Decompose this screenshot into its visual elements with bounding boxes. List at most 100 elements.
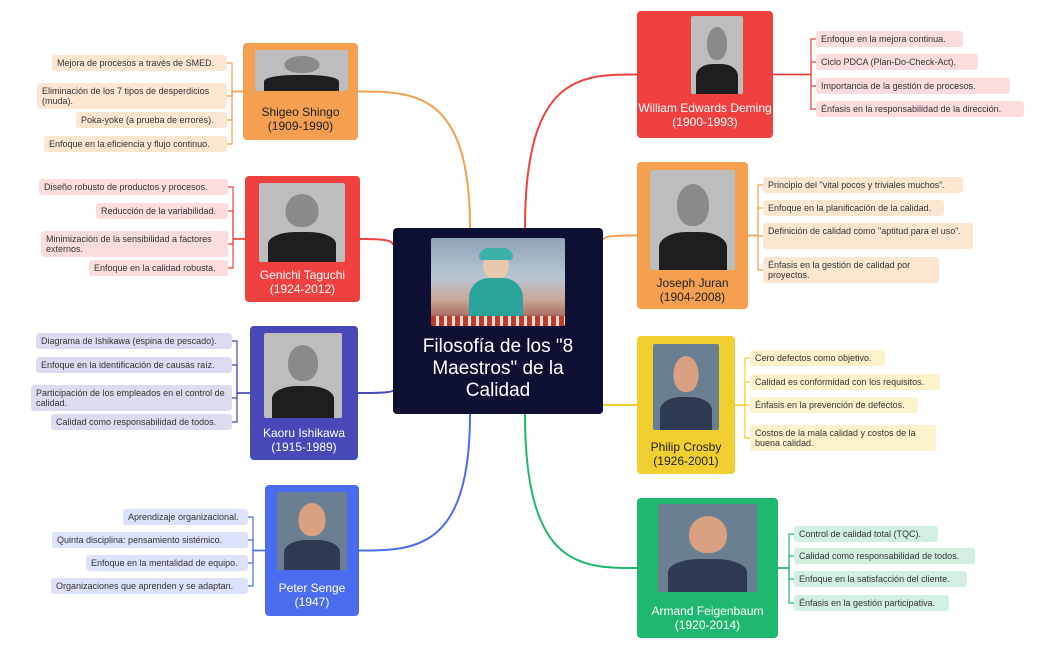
leaf-item[interactable]: Quinta disciplina: pensamiento sistémico… [52,532,248,548]
leaf-connector [228,238,245,245]
branch-line-deming [524,73,638,229]
portrait-photo [653,344,719,430]
master-node-crosby[interactable]: Philip Crosby(1926-2001) [637,336,735,474]
leaf-connector [778,555,794,569]
leaf-connector [773,61,816,76]
leaf-item[interactable]: Énfasis en la gestión de calidad por pro… [763,257,939,283]
leaf-item[interactable]: Reducción de la variabilidad. [96,203,228,219]
leaf-item[interactable]: Calidad como responsabilidad de todos. [51,414,232,430]
leaf-connector [748,184,763,237]
leaf-item[interactable]: Énfasis en la gestión participativa. [794,595,949,611]
master-years: (1909-1990) [267,119,334,133]
portrait-photo [264,333,342,418]
leaf-connector [778,567,794,580]
master-node-senge[interactable]: Peter Senge(1947) [265,485,359,616]
master-years: (1900-1993) [672,115,738,129]
leaf-item[interactable]: Énfasis en la prevención de defectos. [750,397,918,413]
leaf-item[interactable]: Organizaciones que aprenden y se adaptan… [51,578,248,594]
leaf-connector [773,38,816,76]
master-node-shingo[interactable]: Shigeo Shingo(1909-1990) [243,43,358,140]
leaf-item[interactable]: Importancia de la gestión de procesos. [816,78,1010,94]
portrait-photo [650,170,735,270]
leaf-item[interactable]: Poka-yoke (a prueba de errores). [76,112,227,128]
leaf-item[interactable]: Enfoque en la mejora continua. [816,31,963,47]
master-years: (1920-2014) [674,618,741,632]
leaf-connector [748,207,763,237]
portrait-photo [255,50,348,91]
master-node-ishikawa[interactable]: Kaoru Ishikawa(1915-1989) [250,326,358,460]
leaf-item[interactable]: Diseño robusto de productos y procesos. [39,179,228,195]
master-node-juran[interactable]: Joseph Juran(1904-2008) [637,162,748,309]
leaf-connector [248,539,265,552]
leaf-item[interactable]: Principio del "vital pocos y triviales m… [763,177,963,193]
leaf-item[interactable]: Calidad es conformidad con los requisito… [750,374,940,390]
master-name: Peter Senge [278,581,346,595]
leaf-connector [778,533,794,569]
leaf-connector [778,567,794,604]
leaf-connector [248,549,265,564]
master-name: Kaoru Ishikawa [262,426,346,440]
leaf-connector [232,340,250,394]
leaf-item[interactable]: Control de calidad total (TQC). [794,526,938,542]
leaf-connector [227,62,243,93]
leaf-item[interactable]: Enfoque en la satisfacción del cliente. [794,571,967,587]
leaf-item[interactable]: Cero defectos como objetivo. [750,350,885,366]
master-years: (1924-2012) [269,282,336,296]
leaf-item[interactable]: Enfoque en la mentalidad de equipo. [86,555,248,571]
master-node-taguchi[interactable]: Genichi Taguchi(1924-2012) [245,176,360,302]
leaf-item[interactable]: Eliminación de los 7 tipos de desperdici… [37,83,227,109]
portrait-photo [658,504,757,592]
leaf-connector [232,392,250,399]
leaf-connector [248,516,265,552]
leaf-item[interactable]: Minimización de la sensibilidad a factor… [41,231,228,257]
leaf-connector [227,90,243,145]
leaf-connector [748,234,763,271]
leaf-connector [248,549,265,587]
leaf-item[interactable]: Diagrama de Ishikawa (espina de pescado)… [36,333,232,349]
portrait-photo [277,492,347,570]
master-years: (1915-1989) [271,440,337,454]
master-years: (1926-2001) [653,454,719,468]
branch-line-shingo [357,90,471,229]
leaf-connector [228,238,245,269]
master-name: Armand Feigenbaum [651,604,764,618]
branch-line-ishikawa [357,389,394,394]
leaf-item[interactable]: Mejora de procesos a través de SMED. [52,55,227,71]
branch-line-juran [602,234,638,241]
worker-photo [431,238,565,326]
master-years: (1904-2008) [659,290,726,304]
central-topic[interactable]: Filosofía de los "8 Maestros" de la Cali… [393,228,603,414]
leaf-item[interactable]: Aprendizaje organizacional. [123,509,248,525]
leaf-connector [773,73,816,87]
master-name: Joseph Juran [656,276,729,290]
leaf-item[interactable]: Enfoque en la planificación de la calida… [763,200,944,216]
leaf-connector [227,90,243,97]
branch-line-senge [358,413,471,552]
leaf-item[interactable]: Enfoque en la eficiencia y flujo continu… [44,136,227,152]
leaf-connector [773,73,816,110]
leaf-connector [735,381,750,406]
master-name: Philip Crosby [650,440,722,454]
leaf-connector [228,186,245,240]
leaf-item[interactable]: Énfasis en la responsabilidad de la dire… [816,101,1024,117]
portrait-photo [691,16,743,94]
branch-line-feigenbaum [524,413,638,569]
portrait-photo [259,183,345,262]
leaf-item[interactable]: Participación de los empleados en el con… [31,385,232,411]
master-node-feigenbaum[interactable]: Armand Feigenbaum(1920-2014) [637,498,778,638]
leaf-item[interactable]: Enfoque en la identificación de causas r… [36,357,232,373]
central-title: Filosofía de los "8 Maestros" de la Cali… [422,336,574,401]
leaf-item[interactable]: Enfoque en la calidad robusta. [89,260,228,276]
master-node-deming[interactable]: William Edwards Deming(1900-1993) [637,11,773,138]
leaf-item[interactable]: Definición de calidad como "aptitud para… [763,223,973,249]
leaf-item[interactable]: Calidad como responsabilidad de todos. [794,548,975,564]
leaf-connector [228,210,245,240]
master-name: Shigeo Shingo [261,105,340,119]
master-name: William Edwards Deming [638,101,772,115]
leaf-item[interactable]: Costos de la mala calidad y costos de la… [750,425,936,451]
leaf-connector [232,364,250,394]
leaf-item[interactable]: Ciclo PDCA (Plan-Do-Check-Act). [816,54,978,70]
master-name: Genichi Taguchi [259,268,346,282]
leaf-connector [232,392,250,423]
